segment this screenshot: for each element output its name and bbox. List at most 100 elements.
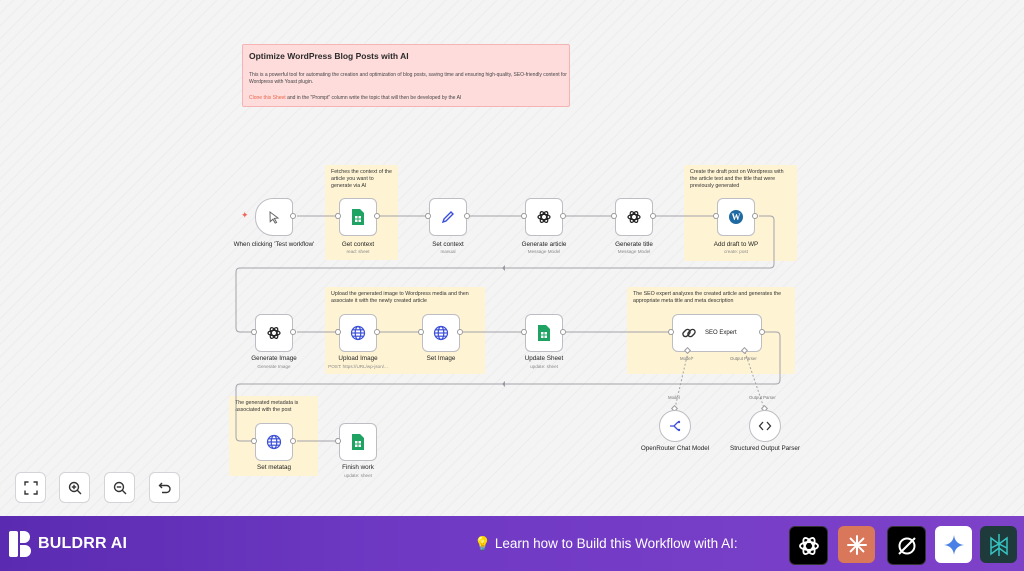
node-label: SEO Expert xyxy=(705,330,737,336)
code-brackets-icon xyxy=(758,421,772,431)
input-port[interactable] xyxy=(335,329,341,335)
workflow-canvas[interactable]: Fetches the context of the article you w… xyxy=(0,0,1024,516)
output-port[interactable] xyxy=(290,438,296,444)
node-set-image[interactable] xyxy=(422,314,460,352)
node-generate-article[interactable] xyxy=(525,198,563,236)
node-seo-expert[interactable]: SEO Expert xyxy=(672,314,762,352)
output-port[interactable] xyxy=(560,329,566,335)
node-subtitle: read: sheet xyxy=(346,249,370,254)
node-subtitle: Message Model xyxy=(617,249,651,254)
node-update-sheet[interactable] xyxy=(525,314,563,352)
brand-name: BULDRR AI xyxy=(38,535,128,552)
input-port[interactable] xyxy=(611,213,617,219)
lightbulb-icon: 💡 xyxy=(474,536,491,551)
claude-logo-icon[interactable] xyxy=(838,526,875,563)
sticky-note-text: The SEO expert analyzes the created arti… xyxy=(633,291,782,305)
output-port[interactable] xyxy=(752,213,758,219)
node-finish-work[interactable] xyxy=(339,423,377,461)
node-get-context[interactable] xyxy=(339,198,377,236)
edge-label-model: Model xyxy=(668,395,680,400)
node-add-draft-wp[interactable]: W xyxy=(717,198,755,236)
node-label: OpenRouter Chat Model xyxy=(640,445,710,452)
input-port[interactable] xyxy=(713,213,719,219)
node-label: Set metatag xyxy=(257,464,291,471)
zoom-out-icon xyxy=(113,481,126,494)
output-port[interactable] xyxy=(759,329,765,335)
node-label: Set context xyxy=(432,241,464,248)
node-label: Structured Output Parser xyxy=(730,445,800,452)
node-label: Add draft to WP xyxy=(713,241,759,248)
chatgpt-logo-icon[interactable] xyxy=(789,526,828,565)
clone-sheet-link[interactable]: Clone this Sheet xyxy=(249,95,286,101)
connections-layer xyxy=(235,213,781,444)
gemini-logo-icon[interactable] xyxy=(935,526,972,563)
node-set-metatag[interactable] xyxy=(255,423,293,461)
node-label: Update Sheet xyxy=(524,355,564,362)
input-port[interactable] xyxy=(521,329,527,335)
node-label: Generate Image xyxy=(251,355,297,362)
google-sheets-icon xyxy=(538,325,550,341)
output-port[interactable] xyxy=(290,213,296,219)
promo-footer-bar: BULDRR AI 💡Learn how to Build this Workf… xyxy=(0,516,1024,571)
zoom-in-button[interactable] xyxy=(59,472,90,503)
node-generate-image[interactable] xyxy=(255,314,293,352)
sticky-note-text: Fetches the context of the article you w… xyxy=(331,169,392,190)
node-label: Generate article xyxy=(521,241,567,248)
node-subtitle: update: sheet xyxy=(344,473,372,478)
node-openrouter-chat-model[interactable] xyxy=(659,410,691,442)
edge-label-output-parser: Output Parser xyxy=(749,395,776,400)
node-label: Get context xyxy=(341,241,375,248)
workflow-description: This is a powerful tool for automating t… xyxy=(249,72,567,85)
grok-logo-icon[interactable] xyxy=(887,526,926,565)
port-label-model: Model* xyxy=(680,356,694,361)
input-port[interactable] xyxy=(335,438,341,444)
learn-workflow-label: Learn how to Build this Workflow with AI… xyxy=(494,536,738,551)
trigger-bolt-icon: ✦ xyxy=(241,210,249,220)
learn-workflow-text: 💡Learn how to Build this Workflow with A… xyxy=(474,536,738,552)
output-port[interactable] xyxy=(650,213,656,219)
node-generate-title[interactable] xyxy=(615,198,653,236)
output-port[interactable] xyxy=(290,329,296,335)
input-port[interactable] xyxy=(418,329,424,335)
google-sheets-icon xyxy=(352,209,364,225)
node-label: Upload Image xyxy=(338,355,378,362)
globe-icon xyxy=(266,434,282,450)
perplexity-logo-icon[interactable] xyxy=(980,526,1017,563)
output-port[interactable] xyxy=(457,329,463,335)
sticky-note-text: Create the draft post on Wordpress with … xyxy=(690,169,784,190)
workflow-description-note[interactable]: Optimize WordPress Blog Posts with AI Th… xyxy=(242,44,570,107)
node-upload-image[interactable] xyxy=(339,314,377,352)
node-subtitle: Generate Image xyxy=(257,364,291,369)
buldrr-logo-icon xyxy=(9,531,33,562)
input-port[interactable] xyxy=(668,329,674,335)
output-port[interactable] xyxy=(464,213,470,219)
output-port[interactable] xyxy=(560,213,566,219)
fit-view-button[interactable] xyxy=(15,472,46,503)
zoom-in-icon xyxy=(68,481,81,494)
output-port[interactable] xyxy=(374,213,380,219)
node-structured-output-parser[interactable] xyxy=(749,410,781,442)
cursor-click-icon xyxy=(269,210,280,224)
svg-text:W: W xyxy=(732,212,741,222)
node-label: When clicking 'Test workflow' xyxy=(233,241,315,248)
google-sheets-icon xyxy=(352,434,364,450)
input-port[interactable] xyxy=(521,213,527,219)
input-port[interactable] xyxy=(251,329,257,335)
node-subtitle: POST: https://URL/wp-json/... xyxy=(328,364,388,369)
input-port[interactable] xyxy=(251,438,257,444)
output-port[interactable] xyxy=(374,329,380,335)
zoom-out-button[interactable] xyxy=(104,472,135,503)
openrouter-icon xyxy=(670,420,681,432)
input-port[interactable] xyxy=(335,213,341,219)
node-set-context[interactable] xyxy=(429,198,467,236)
workflow-title: Optimize WordPress Blog Posts with AI xyxy=(249,51,409,61)
link-chain-icon xyxy=(682,328,696,338)
node-manual-trigger[interactable] xyxy=(255,198,293,236)
node-label: Generate title xyxy=(615,241,653,248)
undo-button[interactable] xyxy=(149,472,180,503)
openai-icon xyxy=(537,211,551,223)
port-label-output-parser: Output Parser xyxy=(730,356,757,361)
input-port[interactable] xyxy=(425,213,431,219)
clone-sheet-line: Clone this Sheet and in the "Prompt" col… xyxy=(249,95,461,101)
node-subtitle: create: post xyxy=(723,249,748,254)
